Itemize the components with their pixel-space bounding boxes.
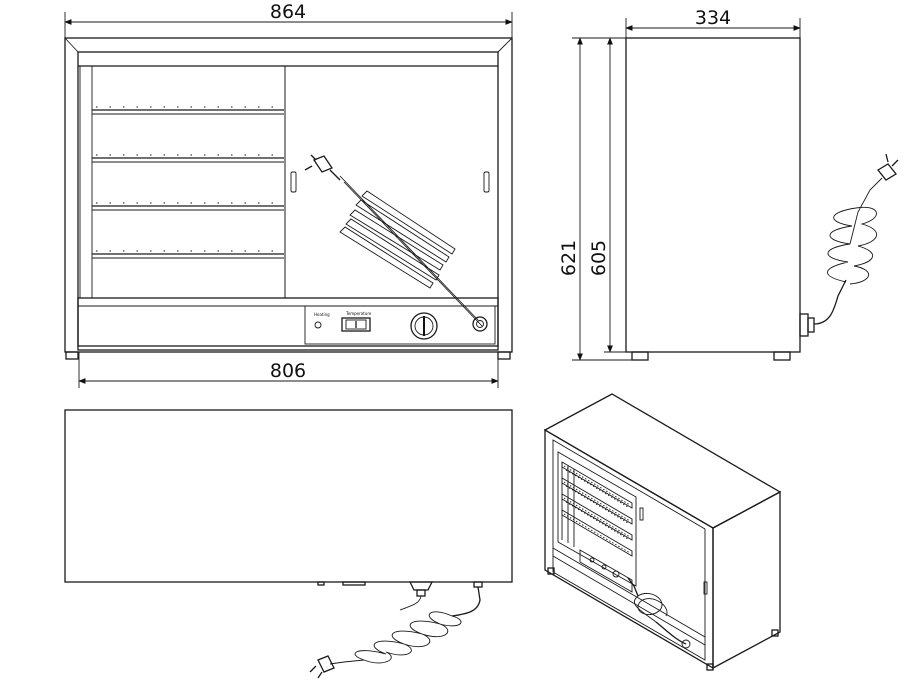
top-cable-gland <box>408 581 434 591</box>
iso-door-handle-right <box>703 581 708 595</box>
shelves <box>92 106 284 259</box>
top-view <box>64 409 513 679</box>
side-foot-front <box>631 351 649 361</box>
left-door-handle <box>290 171 297 193</box>
iso-control-panel <box>579 549 633 593</box>
iso-top-face <box>543 393 782 529</box>
iso-side-face <box>712 490 781 670</box>
dimension-body-width: 806 <box>78 352 499 388</box>
foot-left <box>65 351 79 360</box>
dimension-label-864: 864 <box>270 1 306 23</box>
top-panel <box>64 409 513 583</box>
dimension-label-621: 621 <box>558 240 580 276</box>
power-cord-top <box>309 586 481 679</box>
iso-controls <box>589 557 691 649</box>
dimension-overall-height: 621 <box>558 37 632 361</box>
thermostat-knob <box>410 312 438 340</box>
control-panel <box>304 305 496 345</box>
right-door <box>284 65 499 299</box>
power-cord-side <box>799 153 899 337</box>
dimension-overall-width: 864 <box>64 1 513 38</box>
heating-indicator-light <box>314 321 322 329</box>
temperature-label: Temperature <box>345 311 372 316</box>
inner-frame <box>77 51 499 351</box>
right-door-handle <box>483 171 490 193</box>
heating-label: Heating <box>314 312 330 317</box>
side-foot-back <box>773 351 791 361</box>
dimension-body-height: 605 <box>588 37 626 353</box>
side-panel <box>625 37 801 353</box>
isometric-view <box>543 393 782 671</box>
dimension-label-605: 605 <box>588 240 610 276</box>
heating-element <box>304 154 483 327</box>
dimension-depth: 334 <box>625 7 801 38</box>
cable-gland <box>472 316 488 332</box>
dimension-label-806: 806 <box>270 360 306 382</box>
left-door <box>79 65 286 299</box>
power-switch <box>341 317 371 332</box>
dimension-label-334: 334 <box>695 7 731 29</box>
front-view: 864 <box>64 1 513 388</box>
outer-frame <box>64 37 513 353</box>
iso-shelves <box>561 461 633 557</box>
base-panel <box>77 297 499 347</box>
side-view: 334 621 605 <box>558 7 899 361</box>
iso-door-handle-left <box>639 507 644 521</box>
foot-right <box>497 351 511 360</box>
